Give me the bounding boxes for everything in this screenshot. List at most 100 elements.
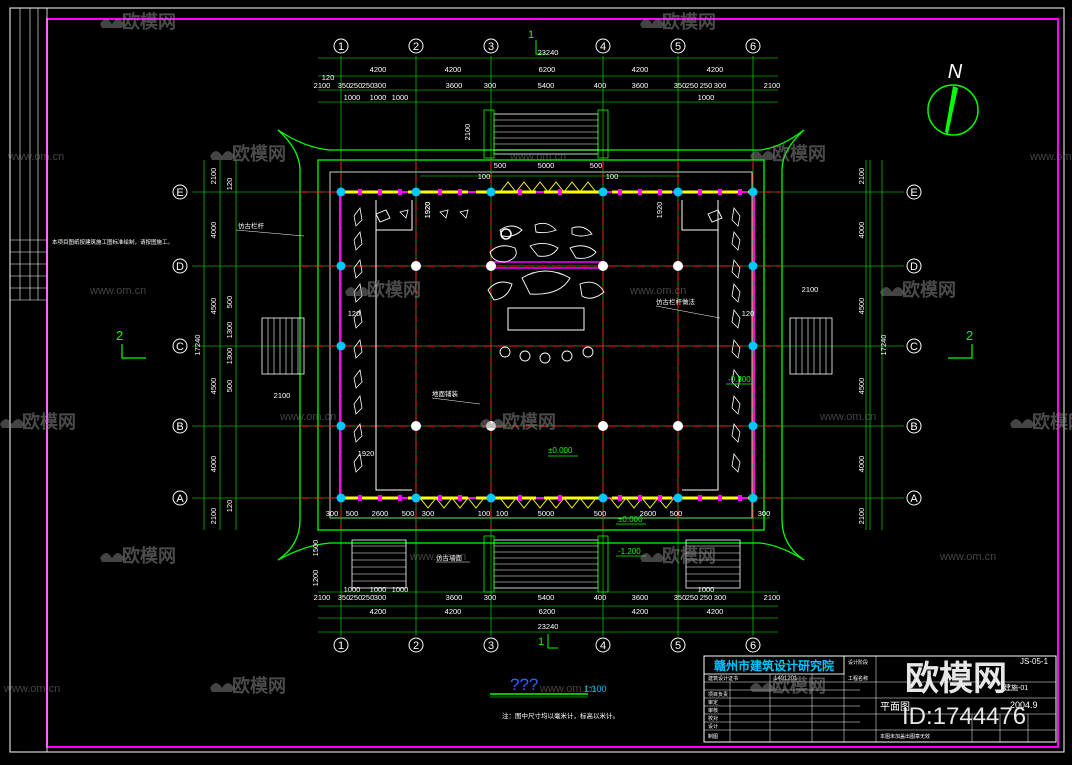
axis-bubble-row: E <box>172 184 188 200</box>
axis-bubble-col: 6 <box>745 38 761 54</box>
wall-ornament <box>731 231 741 251</box>
watermark-brand-large: 欧模网 <box>905 659 1007 699</box>
wall-post <box>438 495 442 501</box>
wall-ornament <box>353 231 363 251</box>
tb-label-3: 项目负责 <box>708 691 728 698</box>
watermark-brand: 欧模网 <box>22 411 76 433</box>
watermark-url: www.om.cn <box>3 683 60 695</box>
watermark-brand: 欧模网 <box>502 411 556 433</box>
wall-ornament <box>353 369 363 389</box>
stairs <box>261 109 833 593</box>
dim-stair-2100: 2100 <box>274 391 291 400</box>
wall-post <box>698 189 702 195</box>
dim-bay-bottom: 6200 <box>539 607 556 616</box>
watermark-brand: 欧模网 <box>122 545 176 567</box>
axis-bubble-col: 4 <box>595 637 611 653</box>
axis-bubble-row: A <box>906 490 922 506</box>
column-perimeter <box>673 493 683 503</box>
drawing-frame <box>9 7 1065 753</box>
watermark-logo-icon <box>750 151 774 160</box>
column-perimeter <box>748 493 758 503</box>
inner-100-a: 100 <box>478 172 491 181</box>
column-interior <box>411 421 421 431</box>
axis-bubble-row: A <box>172 490 188 506</box>
axis-mark-bottom: 1 <box>538 634 558 649</box>
dim-left-vertical: 4000 <box>209 456 218 473</box>
left-120b: 120 <box>348 309 361 318</box>
wall-ornament <box>353 339 363 359</box>
axis-bubble-col-label: 2 <box>413 41 419 53</box>
column-perimeter <box>336 421 346 431</box>
wall-post <box>658 495 662 501</box>
watermark-brand: 欧模网 <box>902 279 956 301</box>
wall-ornament <box>731 283 741 303</box>
dim-top-1000: 1000 <box>392 93 409 102</box>
wall-ornament <box>353 207 363 227</box>
wall-post <box>558 189 562 195</box>
column-perimeter <box>748 341 758 351</box>
watermark-logo-icon <box>480 419 504 428</box>
tb-drawing-name: 平面图 <box>880 701 910 713</box>
column-perimeter <box>486 493 496 503</box>
columns <box>336 187 758 503</box>
dim-top-1000: 1000 <box>344 93 361 102</box>
axis-bubble-col: 2 <box>408 38 424 54</box>
wall-post <box>618 189 622 195</box>
axis-bubble-col-label: 3 <box>488 640 494 652</box>
axis-bubble-col-label: 2 <box>413 640 419 652</box>
axis-bubble-row-label: A <box>176 493 184 505</box>
section-mark-right: 2 <box>948 328 973 359</box>
wall-ornament <box>731 369 741 389</box>
column-interior <box>411 261 421 271</box>
axis-bubble-row-label: C <box>910 341 918 353</box>
dim-top-detail: 300 <box>714 81 727 90</box>
axis-bubble-col-label: 5 <box>675 640 681 652</box>
tb-label-2: 工程名称 <box>848 675 868 682</box>
dim-bottom-detail: 2100 <box>314 593 331 602</box>
dim-top-detail: 400 <box>594 81 607 90</box>
column-perimeter <box>411 187 421 197</box>
watermark-url: www.om.cn <box>819 411 876 423</box>
dim-bottom-detail: 350 <box>338 593 351 602</box>
wall-ornament <box>731 453 741 473</box>
wall-post <box>458 495 462 501</box>
level-label-3: -0.800 <box>728 375 751 384</box>
wall-ornament <box>731 207 741 227</box>
wall-ornament <box>353 453 363 473</box>
tb-project-no: 1401201 <box>774 676 798 682</box>
callout-2: 地面铺装 <box>432 389 459 398</box>
dim-right-vertical: 4000 <box>857 456 866 473</box>
dim-bottom-1000: 1000 <box>370 585 387 594</box>
axis-mark-top-label: 1 <box>528 29 534 41</box>
dim-inner-bottom: 500 <box>346 509 359 518</box>
watermark-url: www.om.cn <box>1029 151 1072 163</box>
watermark-brand: 欧模网 <box>232 675 286 697</box>
dim-inner-bottom: 500 <box>594 509 607 518</box>
axis-bubble-col: 1 <box>333 38 349 54</box>
axis-bubble-col: 5 <box>670 38 686 54</box>
column-perimeter <box>336 187 346 197</box>
callout-4: 仿古墙面 <box>436 553 463 562</box>
column-perimeter <box>486 187 496 197</box>
axis-bubble-col: 3 <box>483 637 499 653</box>
watermark-brand: 欧模网 <box>122 11 176 33</box>
dim-left-vertical: 4500 <box>209 378 218 395</box>
dim-inner-1920: 1920 <box>358 449 375 458</box>
column-perimeter <box>673 187 683 197</box>
dim-bay-bottom: 4200 <box>445 607 462 616</box>
axis-bubble-row-label: B <box>176 421 183 433</box>
column-interior <box>673 421 683 431</box>
axis-bubble-col-label: 4 <box>600 640 606 652</box>
left-total: 17240 <box>193 335 202 356</box>
axis-bubble-col-label: 5 <box>675 41 681 53</box>
watermark-brand: 欧模网 <box>232 143 286 165</box>
dim-bottom-detail: 350 <box>674 593 687 602</box>
dim-left-vertical: 2100 <box>209 168 218 185</box>
dim-top-detail: 2100 <box>314 81 331 90</box>
dim-bay-top: 4200 <box>632 65 649 74</box>
dim-inner-bottom: 500 <box>670 509 683 518</box>
wall-ornament <box>731 395 741 415</box>
